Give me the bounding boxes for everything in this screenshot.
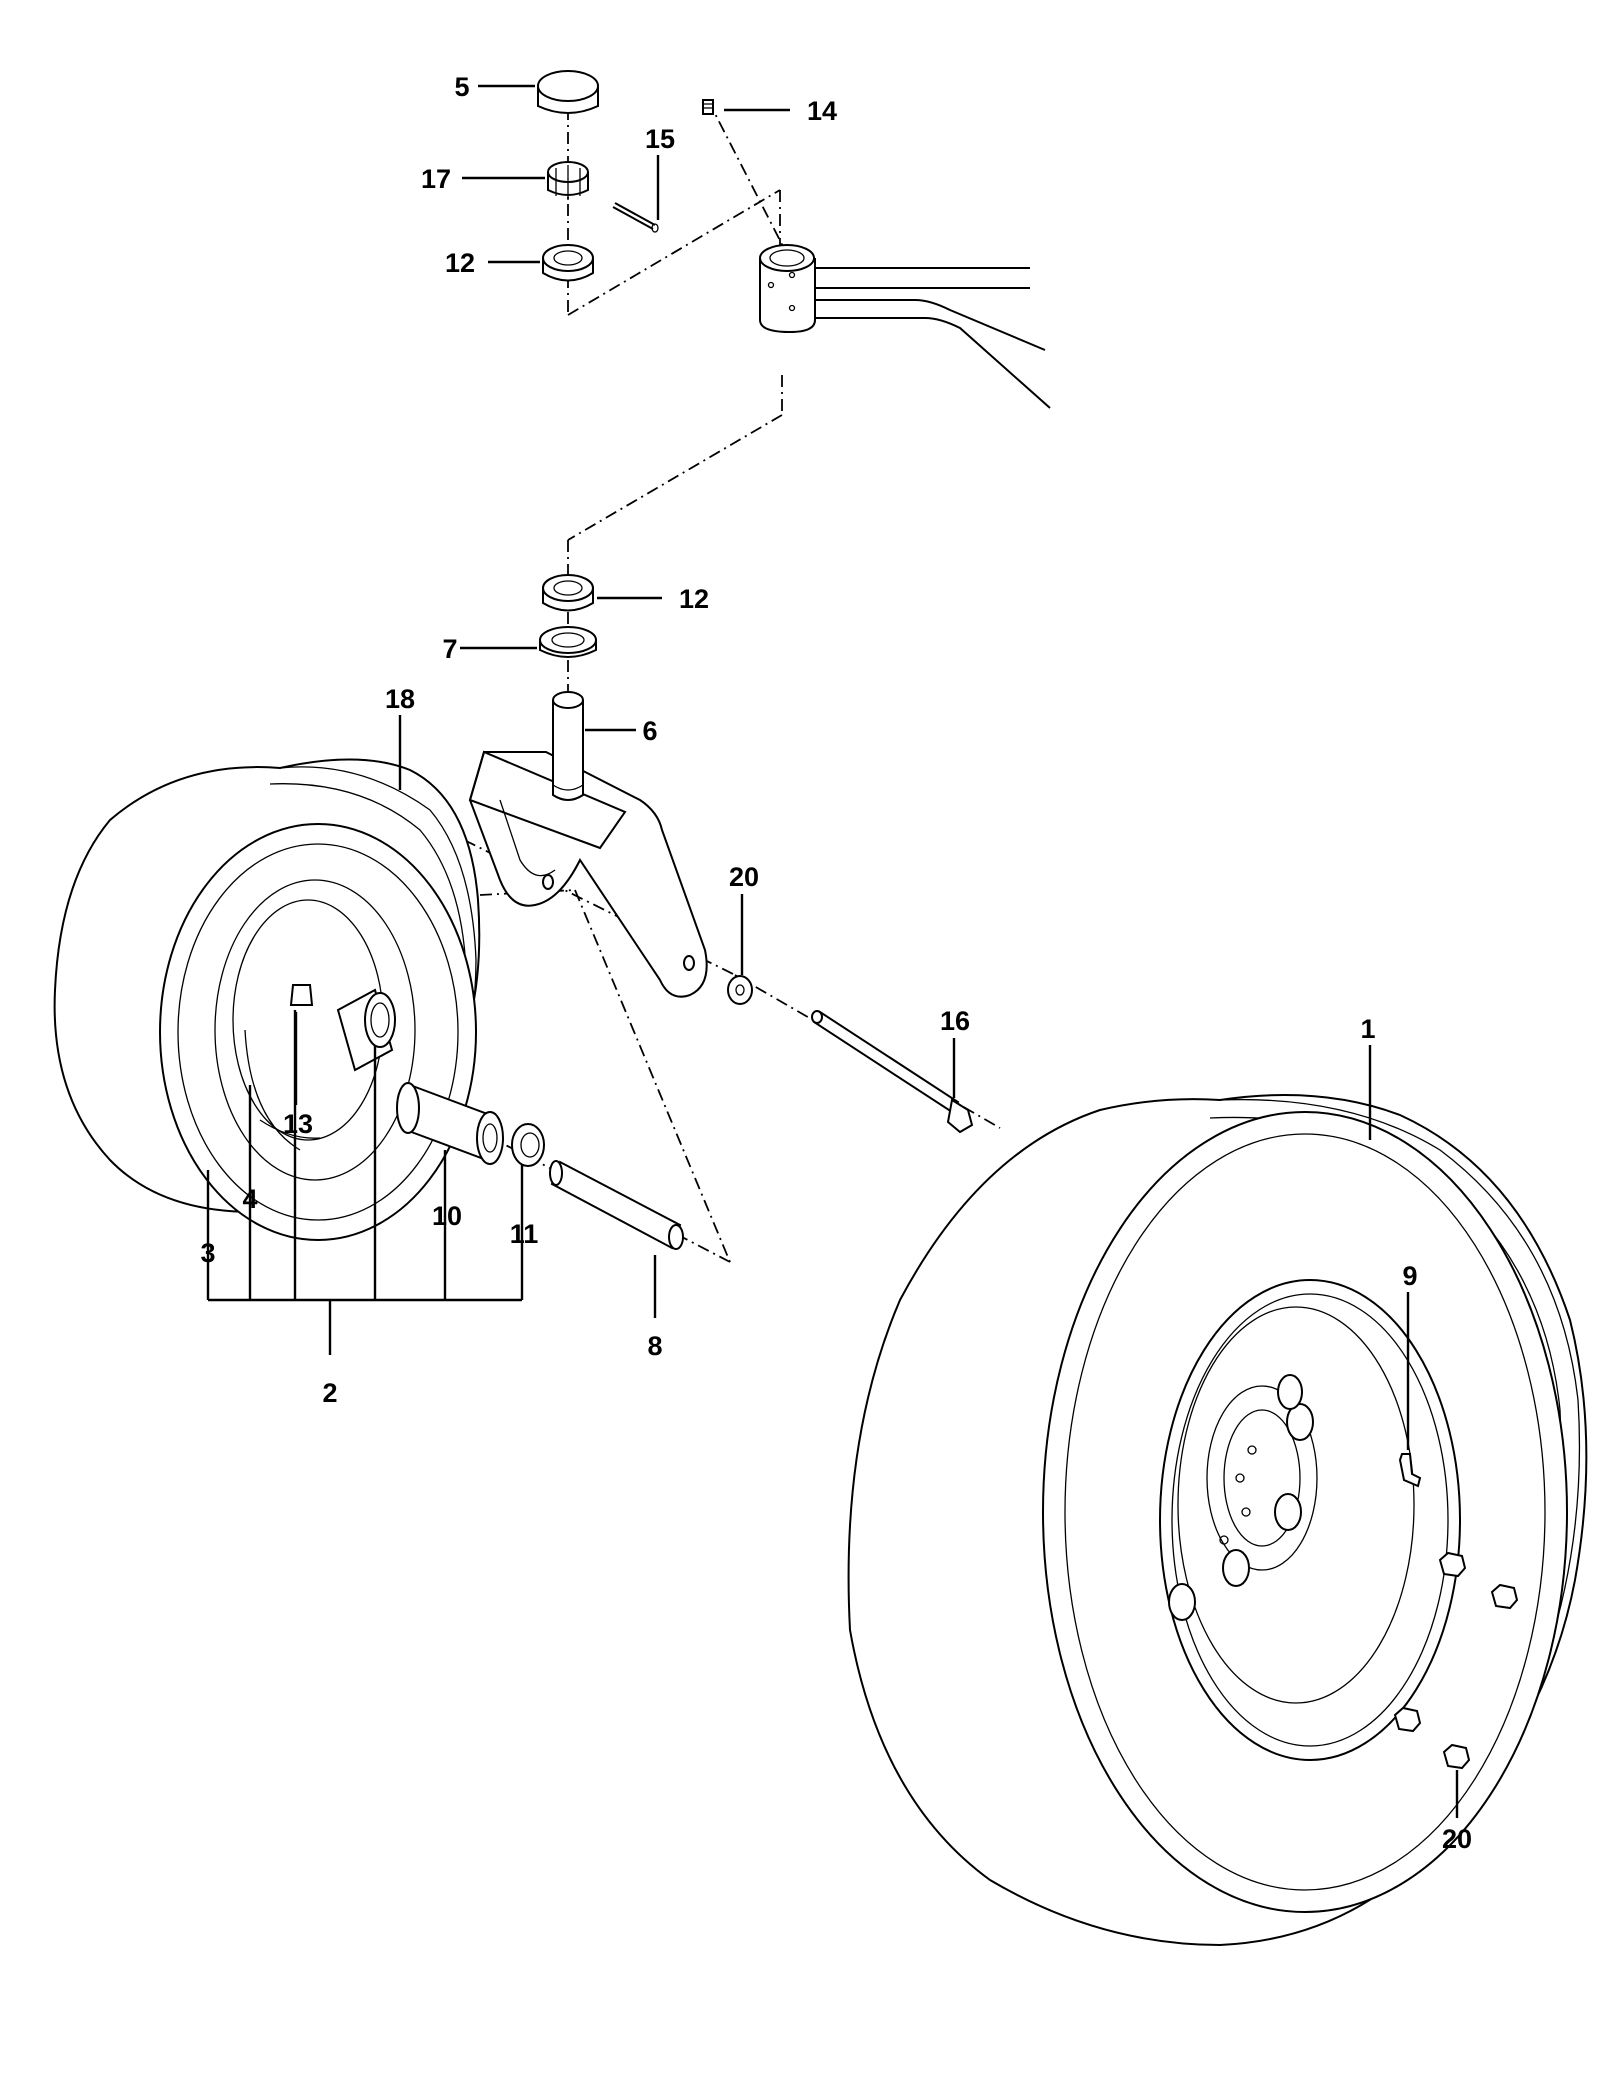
callout-leaders [294, 84, 1459, 1818]
castle-nut [547, 161, 589, 200]
callout-6: 6 [642, 716, 657, 746]
caster-frame-tube [759, 244, 1051, 409]
callout-7: 7 [442, 634, 457, 664]
callout-12-lower: 12 [679, 584, 709, 614]
dust-cap [537, 70, 599, 114]
callout-18: 18 [385, 684, 415, 714]
callout-9: 9 [1402, 1261, 1417, 1291]
callout-13: 13 [283, 1109, 313, 1139]
callout-10: 10 [432, 1201, 462, 1231]
callout-8: 8 [647, 1331, 662, 1361]
callout-17: 17 [421, 164, 451, 194]
roller-bearing [396, 1082, 504, 1165]
hex-washer [511, 1123, 545, 1167]
large-wheel [847, 1094, 1588, 1947]
callout-2: 2 [322, 1378, 337, 1408]
small-wheel [53, 758, 481, 1241]
callout-20-middle: 20 [729, 862, 759, 892]
callout-5: 5 [454, 72, 469, 102]
callout-1: 1 [1360, 1014, 1375, 1044]
cotter-pin [612, 202, 659, 233]
wheel-hub-spacer [336, 988, 396, 1072]
callout-15: 15 [645, 124, 675, 154]
seal [539, 626, 597, 658]
axle-tube [549, 1160, 684, 1250]
long-bolt [811, 1010, 974, 1134]
caster-fork [468, 691, 708, 998]
grease-fitting-top [702, 99, 714, 115]
callout-12-top: 12 [445, 248, 475, 278]
callout-20-right: 20 [1442, 1824, 1472, 1854]
washer-middle [727, 975, 753, 1005]
callout-labels: 1 2 3 4 5 6 7 8 9 10 11 12 12 13 14 15 1… [200, 72, 1472, 1854]
bearing-lower [542, 574, 594, 612]
callout-3: 3 [200, 1238, 215, 1268]
callout-11: 11 [510, 1219, 539, 1249]
callout-4: 4 [242, 1184, 257, 1214]
bearing-top [542, 244, 594, 282]
callout-14: 14 [807, 96, 837, 126]
callout-16: 16 [940, 1006, 970, 1036]
lug-nuts [1393, 1551, 1519, 1770]
